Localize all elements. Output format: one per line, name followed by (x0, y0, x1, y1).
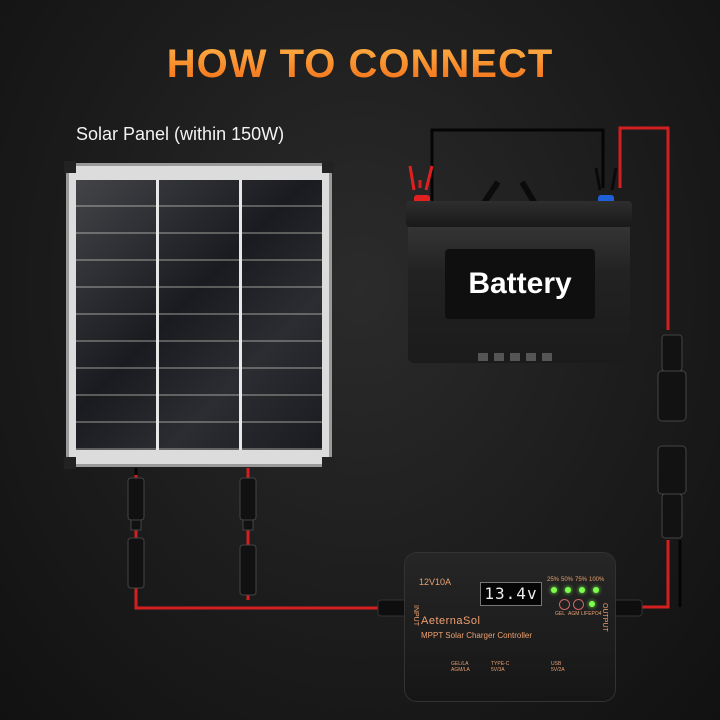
controller-brand: AeternaSol (421, 615, 481, 627)
port-label: USB 5V/2A (551, 661, 565, 673)
sae-connector-bottom (657, 445, 687, 539)
controller-output-grommet (611, 599, 643, 617)
black-wire (430, 128, 605, 210)
battery-label: Battery (445, 249, 595, 319)
solar-panel (66, 163, 332, 467)
mode-button[interactable] (573, 599, 584, 610)
mode-button[interactable] (559, 599, 570, 610)
mode-label: LIFEPO4 (581, 611, 602, 617)
mode-label: GEL (555, 611, 566, 617)
charge-led-label: 75% (575, 577, 588, 583)
panel-corner (64, 161, 76, 173)
mc4-connector-left-bottom (127, 537, 145, 589)
port-label: GEL/LA AGM/LA (451, 661, 470, 673)
controller-subtitle: MPPT Solar Charger Controller (421, 631, 533, 640)
panel-lead-left (134, 468, 405, 610)
controller-input-grommet (377, 599, 409, 617)
battery: Battery (406, 201, 632, 363)
panel-corner (64, 457, 76, 469)
charge-led-100 (593, 587, 599, 593)
mc4-connector-right-bottom (239, 544, 257, 596)
charge-led-label: 25% (547, 577, 560, 583)
voltage-display: 13.4v (480, 582, 542, 606)
panel-corner (322, 457, 334, 469)
mc4-connector-left-top (127, 477, 145, 531)
page-title: HOW TO CONNECT (0, 42, 720, 87)
panel-corner (322, 161, 334, 173)
charge-led-50 (565, 587, 571, 593)
port-label: TYPE-C 5V/3A (491, 661, 510, 673)
charge-led-label: 50% (561, 577, 574, 583)
mc4-connector-right-top (239, 477, 257, 531)
input-label: INPUT (412, 605, 419, 626)
charge-led-75 (579, 587, 585, 593)
solar-cells (76, 180, 322, 450)
charge-led-25 (551, 587, 557, 593)
charge-controller: 12V10A 13.4v 25% 50% 75% 100% GEL AGM LI… (405, 553, 615, 701)
solar-panel-caption: Solar Panel (within 150W) (76, 124, 285, 144)
output-label: OUTPUT (601, 603, 608, 632)
red-wire-output (615, 540, 670, 609)
charge-led-label: 100% (589, 577, 605, 583)
controller-model: 12V10A (419, 577, 452, 587)
mode-label: AGM (568, 611, 580, 617)
mode-led (589, 601, 595, 607)
sae-connector-top (657, 334, 687, 422)
